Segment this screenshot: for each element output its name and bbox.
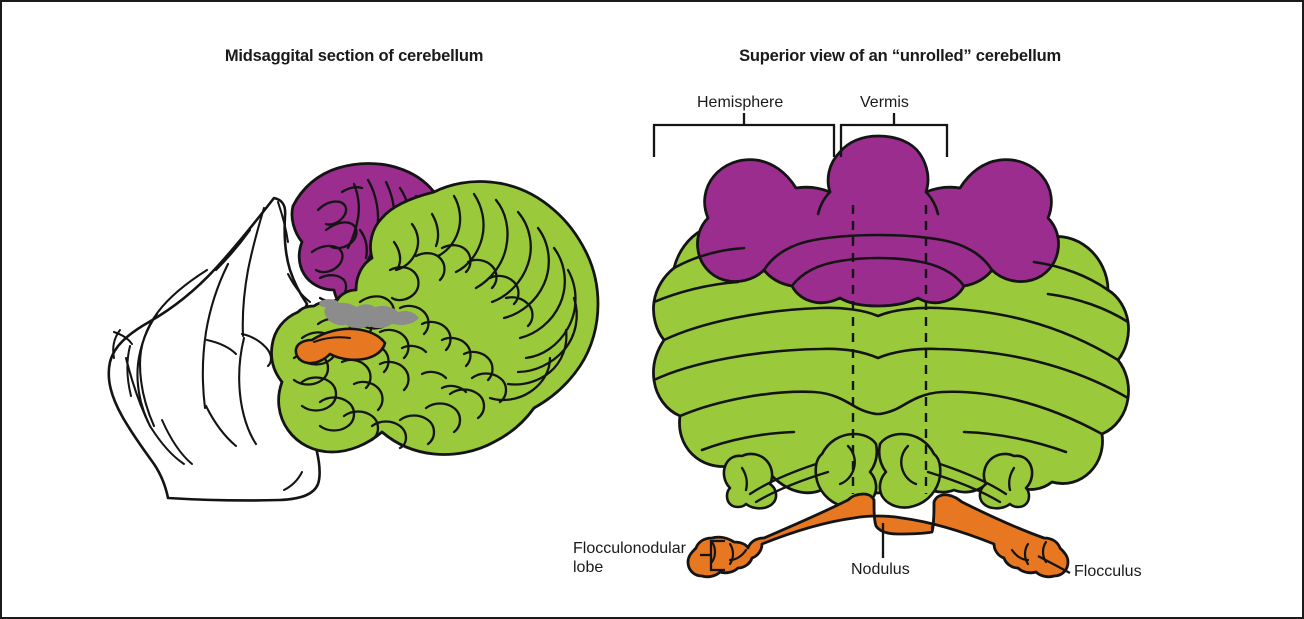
right-anterior-lobe [696, 134, 1060, 308]
left-panel-title: Midsaggital section of cerebellum [224, 47, 484, 65]
brainstem-shape [107, 196, 330, 502]
hemisphere-label: Hemisphere [697, 94, 784, 111]
vermis-dashed-lines [851, 205, 928, 494]
flocculus-label: Flocculus [1074, 563, 1142, 580]
right-flocculonodular-lobe [686, 492, 1070, 579]
flocculonodular-lobe-label: Flocculonodular lobe [573, 540, 686, 576]
nodulus-label: Nodulus [851, 561, 910, 578]
flocculonodular-bracket [700, 539, 725, 572]
left-flocculonodular-lobe [294, 327, 387, 365]
right-posterior-lobe-detail [652, 246, 1130, 510]
hemisphere-bracket [652, 113, 836, 157]
right-panel-title: Superior view of an “unrolled” cerebellu… [739, 47, 1061, 65]
vermis-bracket [839, 113, 949, 157]
left-gray-structure [319, 299, 419, 329]
vermis-label: Vermis [860, 94, 909, 111]
flocculus-leader [1037, 554, 1071, 575]
